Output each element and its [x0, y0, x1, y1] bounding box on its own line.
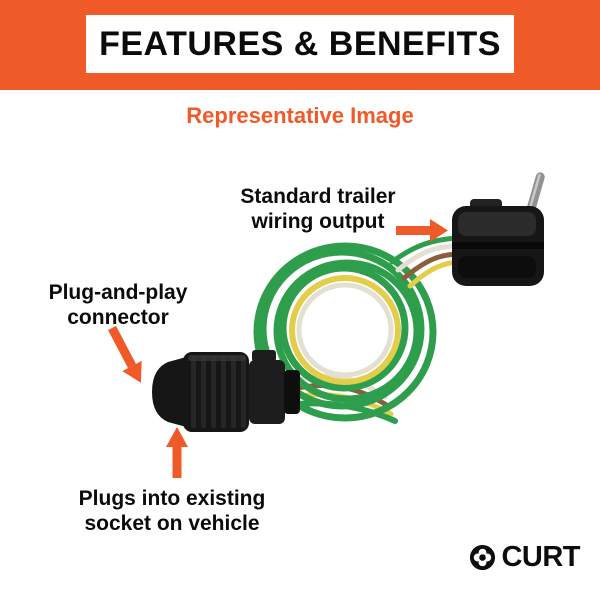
page-title: FEATURES & BENEFITS — [99, 24, 501, 63]
socket-arrow-icon — [166, 427, 188, 478]
annotation-wiring-output-line2: wiring output — [251, 210, 385, 234]
title-box: FEATURES & BENEFITS — [86, 15, 514, 73]
annotation-wiring-output-line1: Standard trailer — [240, 185, 396, 208]
connector-arrow-icon — [108, 325, 142, 383]
subtitle: Representative Image — [186, 103, 414, 128]
annotation-connector-label: Plug-and-play connector — [10, 280, 226, 330]
annotation-connector-line2: connector — [67, 306, 169, 330]
curt-logo: CURT — [469, 541, 580, 574]
curt-emblem-icon — [470, 544, 496, 571]
annotation-connector-line1: Plug-and-play — [48, 281, 188, 304]
wiring-output-arrow-icon — [396, 219, 448, 242]
trailer-connector — [452, 172, 545, 286]
annotation-socket-line2: socket on vehicle — [84, 512, 260, 536]
harness-wires-top — [389, 235, 465, 289]
annotation-socket-line1: Plugs into existing — [78, 487, 266, 510]
trailer-connector-pin — [527, 172, 545, 212]
coiled-wire — [253, 242, 437, 422]
curt-logo-text: CURT — [501, 541, 580, 573]
annotation-wiring-output-label: Standard trailer wiring output — [196, 184, 440, 234]
annotation-socket-label: Plugs into existing socket on vehicle — [44, 486, 300, 536]
vehicle-connector — [152, 350, 300, 432]
